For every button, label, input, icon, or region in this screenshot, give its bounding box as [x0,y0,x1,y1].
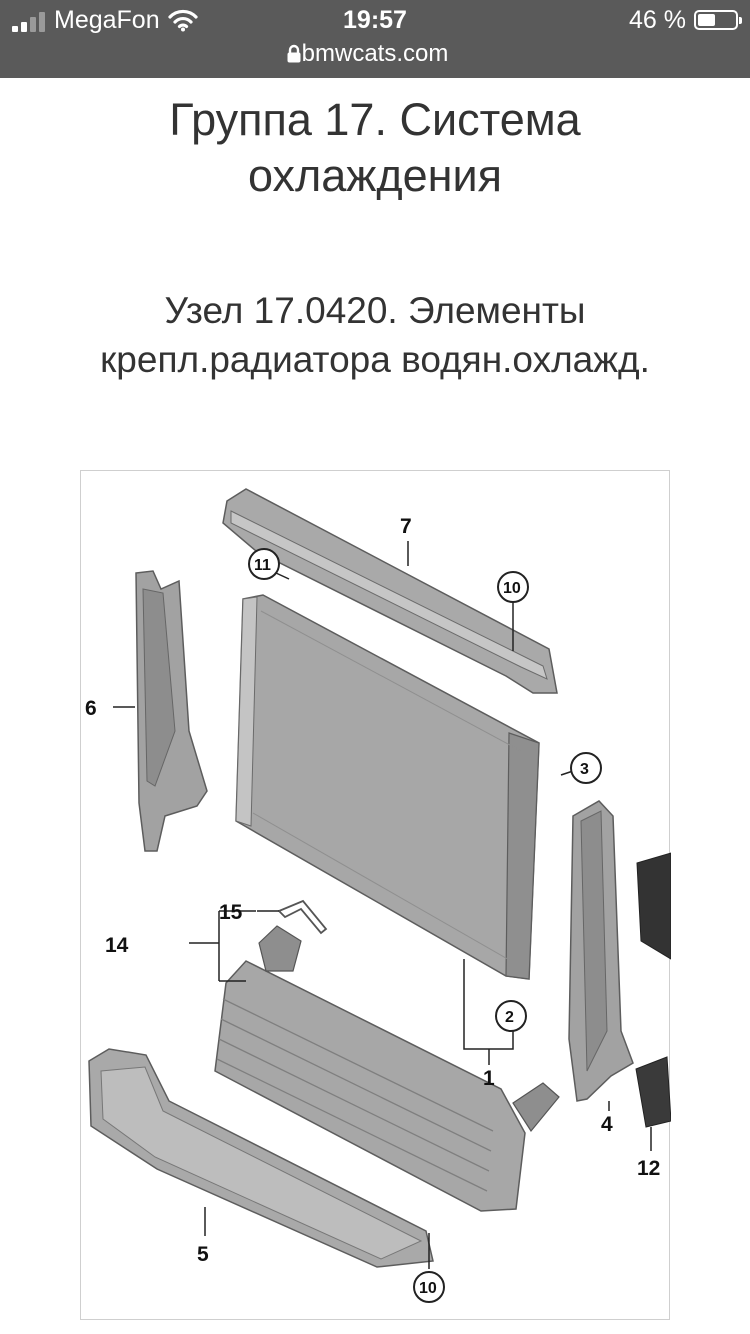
part-14-intercooler[interactable] [214,925,560,1212]
callout-label: 3 [580,761,589,778]
battery-percentage: 46 % [629,6,686,34]
leader-lines [113,541,652,1269]
signal-icon [12,12,48,32]
callout-label: 1 [483,1067,495,1090]
callout-circle [497,571,529,603]
callout-label: 2 [505,1009,514,1026]
callout-circle [495,1000,527,1032]
part-1-radiator[interactable] [235,594,540,980]
clock: 19:57 [343,6,407,34]
callout-label: 10 [419,1280,437,1297]
callout-label: 11 [254,557,271,574]
part-7-top-shroud[interactable] [222,488,558,694]
callout-label: 14 [105,934,129,957]
callout-label: 15 [219,901,243,924]
address-bar-url[interactable]: bmwcats.com [301,40,449,67]
callout-label: 4 [601,1113,613,1136]
node-title: Узел 17.0420. Элементы крепл.радиатора в… [100,290,650,380]
callout-label: 10 [503,580,521,597]
callout-circle [413,1271,445,1303]
group-title: Группа 17. Система охлаждения [169,94,581,201]
status-bar: MegaFon 19:57 46 % bmwcats.com [0,0,750,78]
callout-circle [570,752,602,784]
wifi-icon [168,9,198,32]
part-5-left-bracket[interactable] [135,570,208,852]
lock-icon [287,44,301,63]
callout-label: 12 [637,1157,660,1180]
callout-label: 7 [400,515,412,538]
callout-label: 5 [197,1243,209,1266]
battery-icon [694,10,742,30]
part-15-spring-clip[interactable] [277,899,328,935]
carrier-name: MegaFon [54,6,160,34]
callout-circle [248,548,280,580]
part-4-right-bracket[interactable] [568,800,634,1102]
parts-diagram[interactable]: 7 11 10 6 3 15 14 2 1 4 12 5 10 [80,470,671,1320]
callout-label: 6 [85,697,97,720]
parts-diagram-svg: 7 11 10 6 3 15 14 2 1 4 12 5 10 [85,488,671,1303]
part-12-clip[interactable] [635,852,671,1128]
